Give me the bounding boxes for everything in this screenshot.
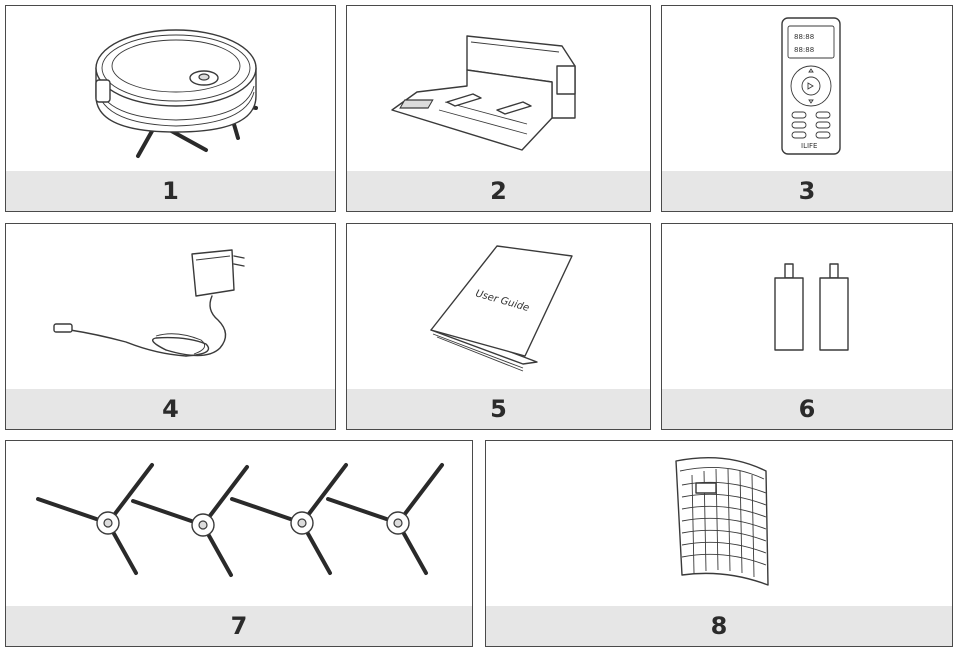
label-band: 7 [6,606,472,646]
panel-charging-dock: 2 [346,5,651,212]
label-band: 1 [6,171,335,211]
label-band: 5 [347,389,650,429]
charging-dock-icon [391,35,576,151]
remote-display-top: 88:88 [794,33,814,41]
power-adapter-icon [53,249,245,357]
robot-vacuum-icon [95,29,258,158]
item-number: 1 [162,177,179,205]
label-band: 6 [662,389,952,429]
side-brushes-icon [36,463,444,577]
panel-filter: 8 [485,440,953,647]
label-band: 3 [662,171,952,211]
label-band: 8 [486,606,952,646]
remote-control-icon: 88:88 88:88 ILIFE [781,17,841,155]
item-number: 4 [162,395,179,423]
filter-icon [675,457,769,586]
item-number: 5 [490,395,507,423]
item-number: 2 [490,177,507,205]
item-number: 6 [798,395,816,423]
user-guide-icon: User Guide [430,245,573,372]
item-number: 8 [710,612,728,640]
panel-robot-vacuum: 1 [5,5,336,212]
panel-batteries: 6 [661,223,953,430]
panel-side-brushes: 7 [5,440,473,647]
panel-power-adapter: 4 [5,223,336,430]
item-number: 3 [798,177,816,205]
remote-brand: ILIFE [801,142,817,150]
label-band: 4 [6,389,335,429]
panel-user-guide: User Guide 5 [346,223,651,430]
remote-display-bottom: 88:88 [794,46,814,54]
item-number: 7 [230,612,248,640]
label-band: 2 [347,171,650,211]
panel-remote-control: 88:88 88:88 ILIFE 3 [661,5,953,212]
batteries-icon [774,263,849,351]
